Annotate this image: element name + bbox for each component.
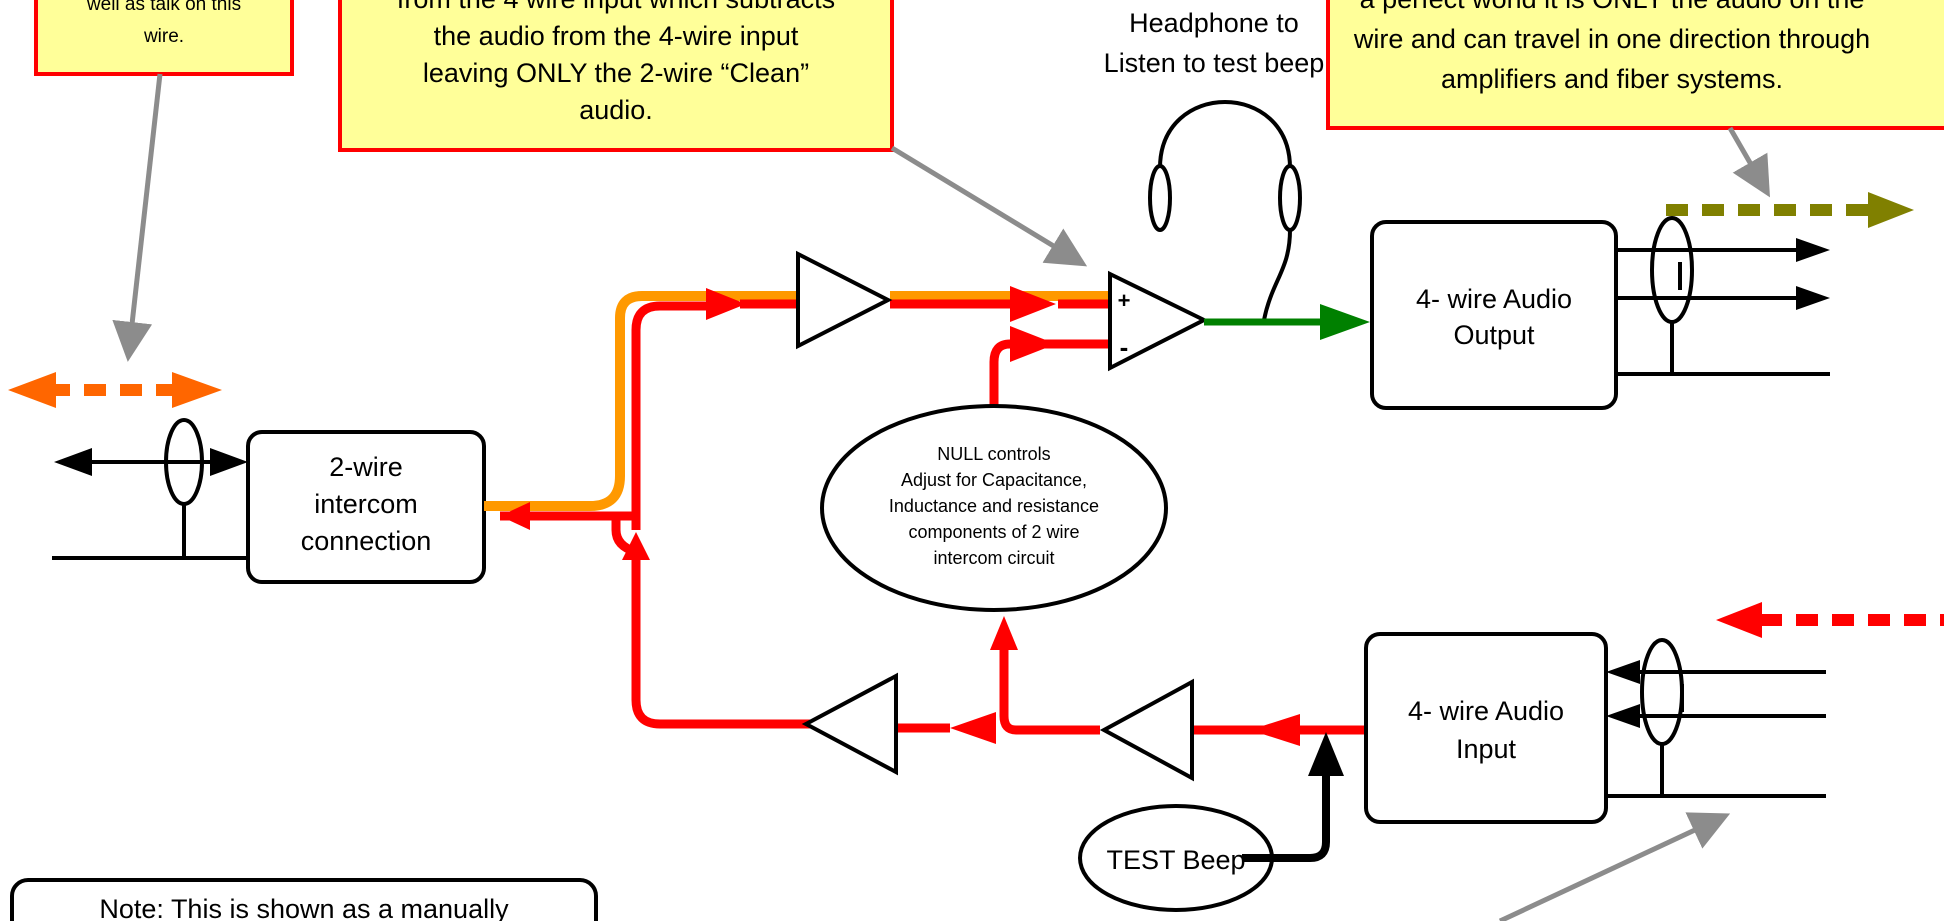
two-wire-block-line-3: connection [301,526,432,556]
note-box: Note: This is shown as a manually [10,878,598,921]
opamp-plus-sign: + [1118,288,1131,313]
pointer-arrow-bottom-right [1498,812,1731,921]
headphone-icon [1148,100,1302,321]
callout-top-right: a perfect world it is ONLY the audio on … [1326,0,1944,130]
null-controls-line-1: NULL controls [937,444,1050,464]
two-wire-block-line-1: 2-wire [329,452,403,482]
headphone-label-line-1: Headphone to [1129,8,1299,38]
opamp-minus-sign: - [1120,332,1129,362]
null-controls-line-2: Adjust for Capacitance, [901,470,1087,490]
callout-top-center: from the 4 wire input which subtracts th… [338,0,894,152]
four-wire-input-line-1: 4- wire Audio [1408,696,1564,726]
test-beep-source: TEST Beep [1078,732,1344,912]
four-wire-input-block: 4- wire Audio Input [1364,632,1608,824]
null-controls-line-5: intercom circuit [933,548,1054,568]
callout-top-left: well as talk on this wire. [34,0,294,76]
callout-top-left-line-2: wire. [143,26,184,47]
lower-left-amplifier [801,672,898,776]
null-controls-ellipse: NULL controls Adjust for Capacitance, In… [820,404,1168,612]
two-wire-line-symbol [8,372,248,560]
null-controls-line-4: components of 2 wire [908,522,1079,542]
four-wire-input-lines [1606,638,1826,798]
two-wire-block-line-2: intercom [314,489,418,519]
callout-top-center-line-1: from the 4 wire input which subtracts [397,0,835,14]
headphone-label-line-2: Listen to test beep [1104,48,1325,78]
pointer-arrow-top-center [890,145,1088,267]
dashed-olive-output-arrow [1666,192,1914,228]
four-wire-output-line-2: Output [1453,320,1535,350]
red-arrowheads [500,286,1300,746]
pointer-arrow-top-left [112,73,163,362]
headphone: Headphone to Listen to test beep [1104,8,1325,321]
four-wire-input-line-2: Input [1456,734,1517,764]
green-output-path [1204,304,1370,340]
upper-amplifier [796,250,893,350]
four-wire-output-line-1: 4- wire Audio [1416,284,1572,314]
orange-transmit-path [484,291,1118,511]
callout-top-right-line-1: a perfect world it is ONLY the audio on … [1360,0,1865,14]
test-beep-label: TEST Beep [1106,845,1245,875]
two-wire-intercom-block: 2-wire intercom connection [246,430,486,584]
pointer-arrows [112,73,1770,921]
dashed-red-input-arrow [1716,602,1944,638]
red-receive-path [500,299,1370,735]
note-text: Note: This is shown as a manually [99,894,509,921]
callout-top-right-line-3: amplifiers and fiber systems. [1441,64,1783,94]
callout-top-right-line-2: wire and can travel in one direction thr… [1353,24,1870,54]
callout-top-center-line-2: the audio from the 4-wire input [434,21,799,51]
callout-top-center-line-3: leaving ONLY the 2-wire “Clean” [423,58,809,88]
four-wire-output-block: 4- wire Audio Output [1370,220,1618,410]
null-controls-line-3: Inductance and resistance [889,496,1099,516]
four-wire-output-lines [1616,216,1830,376]
differential-amplifier: + - [1108,270,1209,372]
callout-top-left-line-1: well as talk on this [86,0,241,15]
lower-right-amplifier [1099,678,1194,782]
pointer-arrow-top-right [1727,126,1770,198]
callout-top-center-line-4: audio. [579,95,653,125]
